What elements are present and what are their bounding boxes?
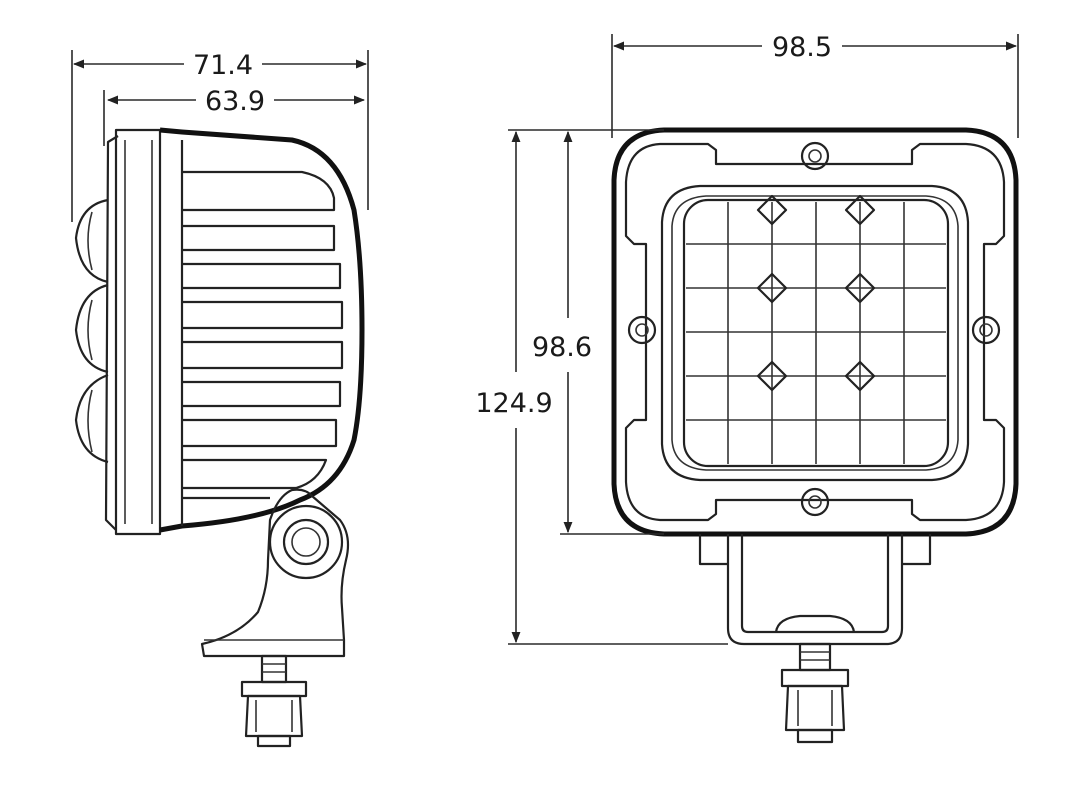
dimension-98-6: 98.6 <box>532 129 664 535</box>
side-bolt <box>240 654 308 748</box>
front-outer-housing <box>611 127 1019 537</box>
side-view: 71.4 63.9 <box>71 50 369 748</box>
side-housing <box>159 127 365 533</box>
front-lens-grid <box>682 194 950 468</box>
front-bezel <box>624 142 1006 522</box>
dim-side-housing-depth: 63.9 <box>205 86 265 117</box>
front-view: 98.5 98.6 124.9 <box>475 32 1019 744</box>
side-lens-bumps <box>74 198 109 464</box>
front-bracket <box>698 534 932 646</box>
front-inner-frame <box>660 184 970 482</box>
side-bezel <box>104 128 162 536</box>
dimension-124-9: 124.9 <box>475 129 728 645</box>
side-bracket <box>200 488 350 658</box>
front-screws <box>627 141 1001 517</box>
dim-side-overall-depth: 71.4 <box>193 50 253 81</box>
dimension-71-4: 71.4 <box>71 50 369 222</box>
dim-front-overall-height: 124.9 <box>475 388 552 419</box>
dimension-63-9: 63.9 <box>103 86 366 146</box>
dimension-98-5: 98.5 <box>611 32 1019 138</box>
front-bolt <box>780 642 850 744</box>
dim-front-housing-height: 98.6 <box>532 332 592 363</box>
dim-front-width: 98.5 <box>772 32 832 63</box>
side-cooling-fins <box>180 140 344 526</box>
